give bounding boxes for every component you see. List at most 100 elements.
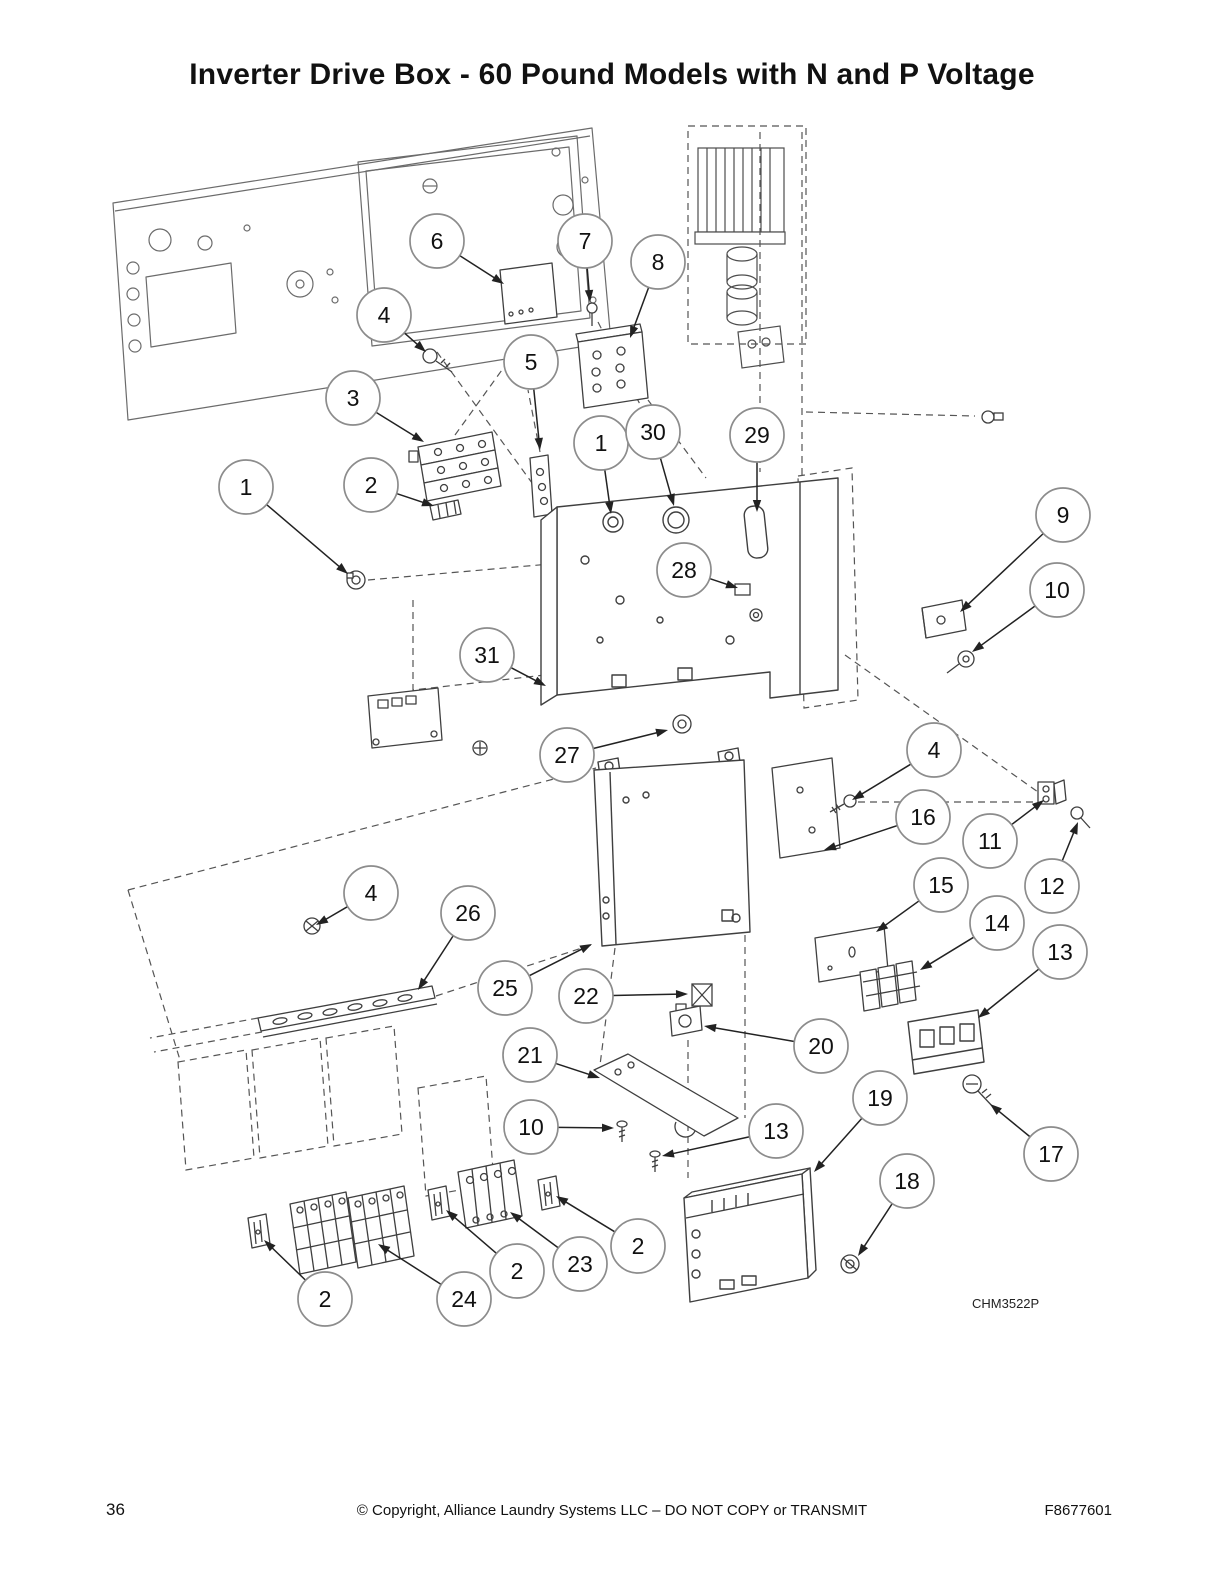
callout-23: 23 [510,1212,608,1292]
svg-text:28: 28 [671,557,697,583]
callout-17: 17 [990,1104,1079,1182]
callout-31: 31 [459,627,546,686]
callout-15: 15 [876,857,969,932]
callout-8: 8 [630,234,686,338]
bracket-9 [921,599,967,639]
svg-text:20: 20 [808,1033,834,1059]
drive-bracket-25 [593,747,751,947]
terminal-block-13-right [907,1009,985,1075]
svg-text:11: 11 [978,828,1002,854]
svg-text:2: 2 [632,1233,645,1259]
svg-text:25: 25 [492,975,518,1001]
callout-9: 9 [960,487,1091,612]
svg-text:2: 2 [511,1258,524,1284]
svg-text:14: 14 [984,910,1010,936]
svg-text:1: 1 [595,430,608,456]
mounting-strip-5 [529,454,553,518]
hinge-11 [1037,779,1067,805]
callout-21: 21 [502,1027,600,1083]
conduit-box-8 [575,323,649,409]
callout-7: 7 [557,213,613,302]
svg-text:2: 2 [365,472,378,498]
callout-10: 10 [503,1099,614,1155]
copyright-text: © Copyright, Alliance Laundry Systems LL… [356,1502,868,1519]
callout-16: 16 [824,789,951,851]
svg-text:2: 2 [319,1286,332,1312]
callout-4: 4 [316,865,399,925]
svg-text:30: 30 [640,419,666,445]
svg-text:19: 19 [867,1085,893,1111]
svg-text:13: 13 [763,1118,789,1144]
terminal-block-3 [408,431,502,502]
svg-text:27: 27 [554,742,580,768]
page-title: Inverter Drive Box - 60 Pound Models wit… [189,58,1035,91]
screw-17 [962,1074,995,1109]
callout-18: 18 [858,1153,935,1256]
end-clip-2-a [247,1213,271,1249]
callout-25: 25 [477,944,592,1016]
alignment-dashes [127,125,1039,1197]
connector-22 [691,983,713,1007]
callout-6: 6 [409,213,504,284]
svg-text:4: 4 [928,737,941,763]
svg-text:8: 8 [652,249,665,275]
screw-27 [672,714,692,734]
callout-10: 10 [972,562,1085,652]
svg-text:4: 4 [365,880,378,906]
svg-text:18: 18 [894,1168,920,1194]
svg-text:1: 1 [240,474,253,500]
callout-4: 4 [356,287,426,352]
page-footer: 36 © Copyright, Alliance Laundry Systems… [0,1500,1224,1530]
svg-text:29: 29 [744,422,770,448]
screw-4-right [829,794,857,814]
figure-code: CHM3522P [972,1296,1040,1311]
control-board [367,687,488,756]
callout-19: 19 [814,1070,908,1172]
screw-7 [586,302,598,326]
callout-27: 27 [539,727,668,783]
callout-2: 2 [446,1210,545,1299]
svg-text:22: 22 [573,983,599,1009]
svg-text:10: 10 [518,1114,544,1140]
svg-text:23: 23 [567,1251,593,1277]
svg-text:6: 6 [431,228,444,254]
inverter-drive-19 [683,1167,817,1303]
callout-14: 14 [920,895,1025,970]
svg-text:7: 7 [579,228,592,254]
connector-blocks-14 [859,960,921,1012]
svg-text:13: 13 [1047,939,1073,965]
screw-4-mid [303,917,321,935]
cover-plate-6 [499,262,558,325]
callout-29: 29 [729,407,785,512]
callout-22: 22 [558,968,688,1024]
callout-24: 24 [378,1244,492,1327]
contactor-24-b [347,1185,415,1269]
screw-12 [1070,806,1091,829]
svg-text:26: 26 [455,900,481,926]
din-rail-26 [257,985,438,1038]
bracket-21 [593,1053,739,1138]
callout-30: 30 [625,404,681,506]
svg-text:31: 31 [474,642,500,668]
access-plate-16 [771,757,841,859]
screw-top-right [981,410,1004,424]
contactor-24-a [289,1191,357,1275]
screw-18 [840,1254,860,1274]
callout-1: 1 [218,459,348,574]
svg-text:24: 24 [451,1286,477,1312]
svg-text:15: 15 [928,872,954,898]
end-clip-2-c [537,1175,561,1211]
svg-text:16: 16 [910,804,936,830]
callout-13: 13 [978,924,1088,1018]
end-clip-2-b [427,1185,451,1221]
svg-text:21: 21 [517,1042,543,1068]
callout-28: 28 [656,542,738,598]
screw-10-right [946,650,975,674]
callout-2: 2 [343,457,434,513]
callout-13: 13 [662,1103,804,1159]
clamp-20 [669,1003,703,1037]
svg-text:12: 12 [1039,873,1065,899]
svg-text:9: 9 [1057,502,1070,528]
